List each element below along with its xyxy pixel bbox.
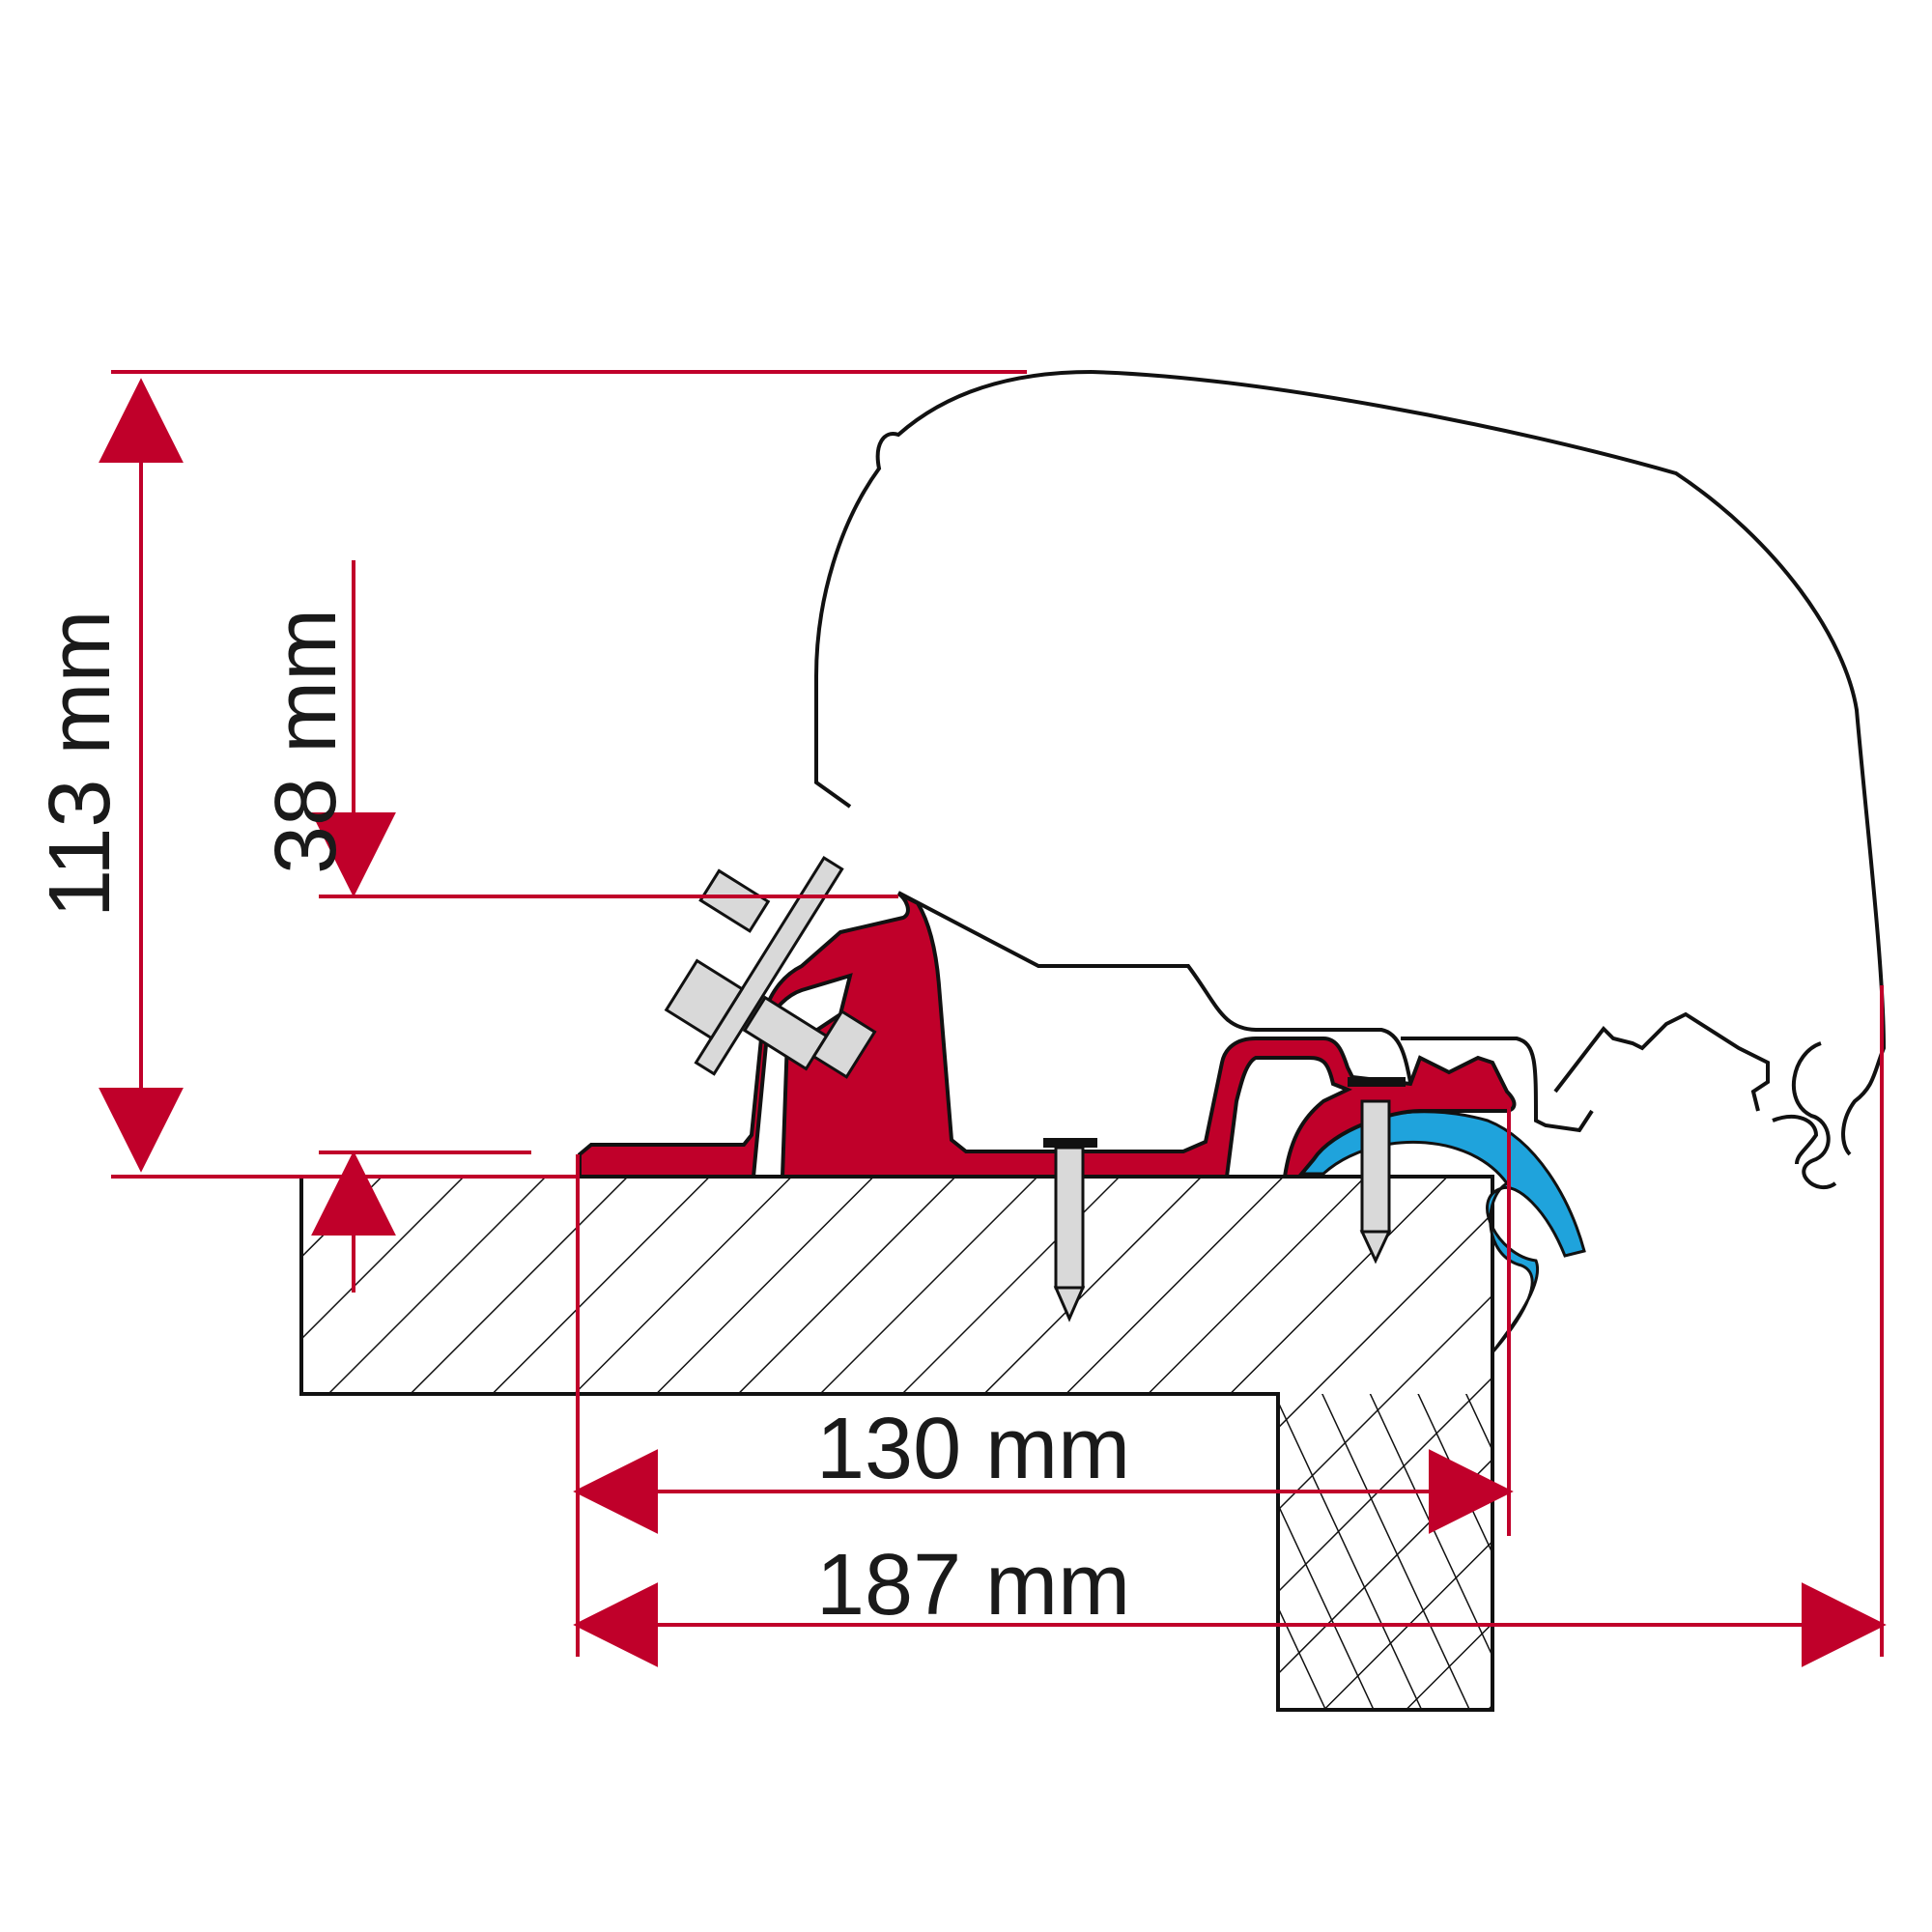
dimension-label-130mm: 130 mm [816, 1401, 1131, 1497]
dimension-label-38mm: 38 mm [258, 608, 355, 874]
screw-right [1348, 1077, 1406, 1264]
bolt-and-nut [664, 855, 877, 1079]
screw-left [1043, 1138, 1097, 1322]
dimension-lines [99, 370, 1887, 1667]
awning-housing-outline [814, 370, 1887, 1190]
dimension-label-187mm: 187 mm [816, 1537, 1131, 1634]
blue-keder-seal [1296, 1110, 1586, 1353]
dimension-label-113mm: 113 mm [32, 610, 128, 918]
